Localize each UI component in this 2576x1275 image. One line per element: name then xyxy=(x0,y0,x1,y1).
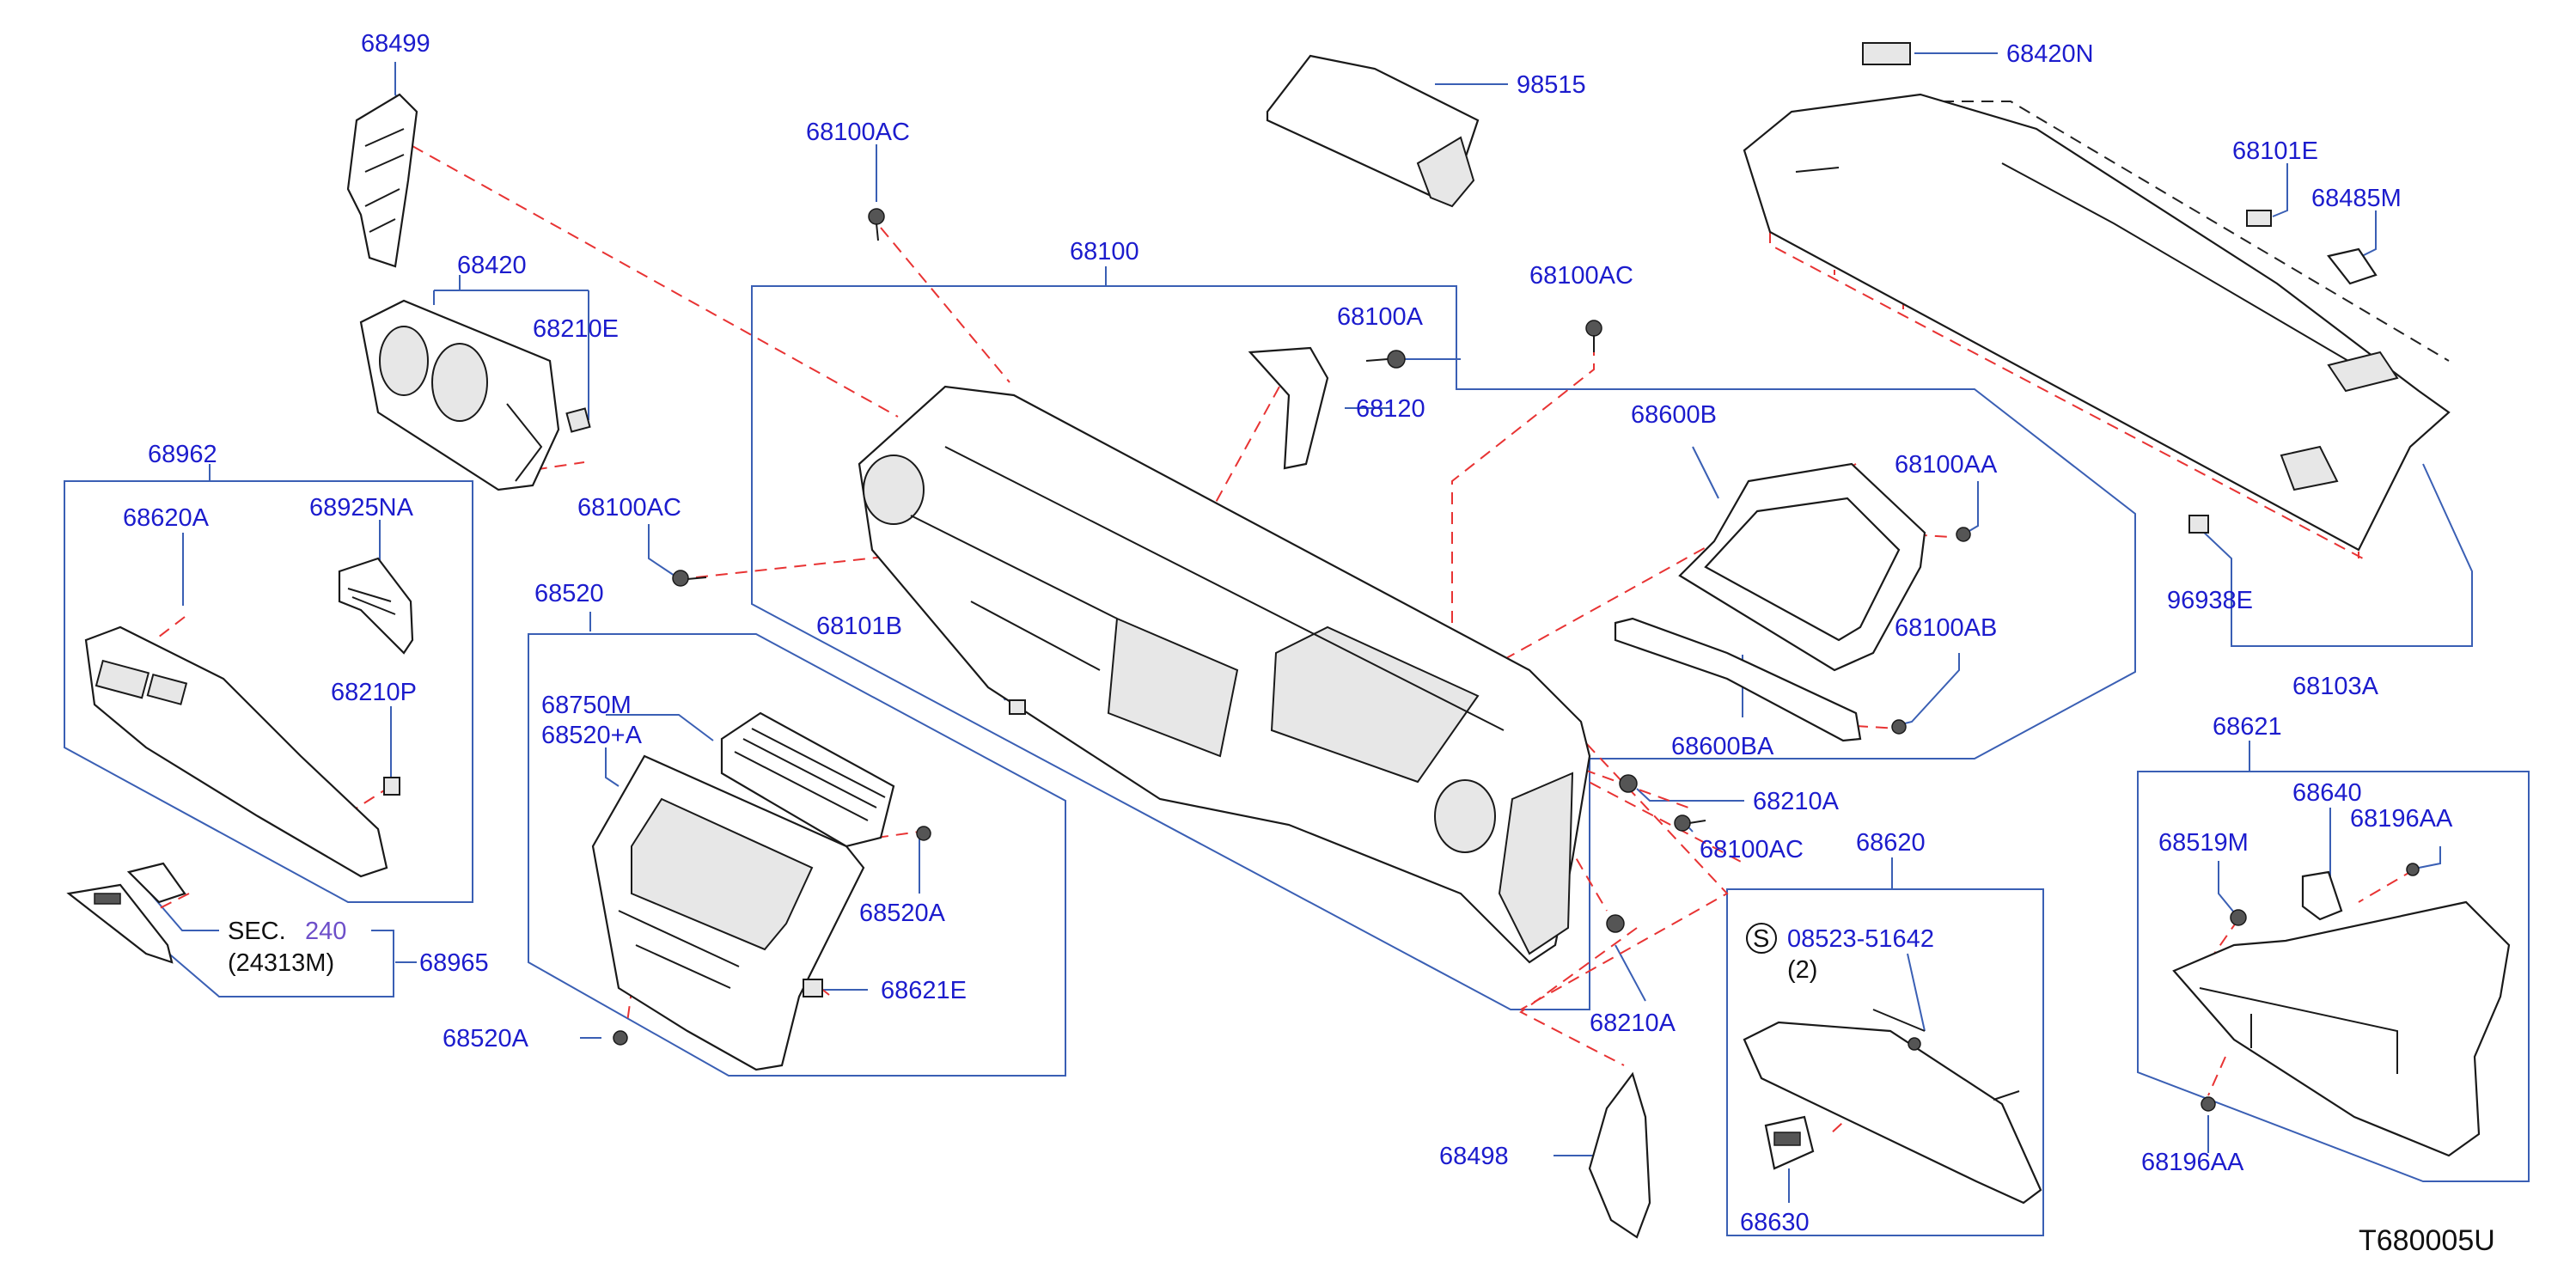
frame-68600B xyxy=(1678,462,1926,672)
leader-lines xyxy=(64,52,2530,1236)
label-68600BA: 68600BA xyxy=(1671,733,1774,760)
glovebox-68621 xyxy=(2172,900,2511,1157)
label-68100AB: 68100AB xyxy=(1895,614,1997,642)
label-68100AA: 68100AA xyxy=(1895,451,1998,479)
label-68600B: 68600B xyxy=(1631,401,1717,429)
label-68210P: 68210P xyxy=(331,679,417,706)
clip-96938E xyxy=(2188,515,2209,534)
clip-68210E xyxy=(565,407,591,433)
label-68485M: 68485M xyxy=(2311,185,2402,212)
clip-68210P xyxy=(383,777,400,796)
label-68962: 68962 xyxy=(148,441,217,468)
part-drawings xyxy=(66,42,2511,1239)
bracket-68640 xyxy=(2301,870,2343,921)
label-sec-sub: (24313M) xyxy=(228,949,334,977)
label-screw-code: 08523-51642 xyxy=(1787,925,1934,953)
label-68519M: 68519M xyxy=(2158,829,2249,857)
cover-68965 xyxy=(66,883,174,964)
label-68100AC-top: 68100AC xyxy=(806,119,910,146)
cover-68485M xyxy=(2327,247,2378,285)
bracket-SEC-240 xyxy=(126,862,186,904)
label-68120: 68120 xyxy=(1356,395,1425,423)
label-68498: 68498 xyxy=(1439,1143,1509,1170)
label-68520plusA: 68520+A xyxy=(541,722,643,749)
label-68210A-lower: 68210A xyxy=(1590,1010,1676,1037)
label-68210A-upper: 68210A xyxy=(1753,788,1840,815)
label-68520: 68520 xyxy=(534,580,604,607)
part-labels: 68499 68420 68210E 68962 68620A 68925NA … xyxy=(123,30,2495,1257)
vent-68750M xyxy=(720,711,895,848)
clip-68621E xyxy=(803,979,823,997)
label-68210E: 68210E xyxy=(533,315,619,343)
label-68499: 68499 xyxy=(361,30,430,58)
bolt-68210A-upper xyxy=(1619,774,1638,793)
label-68630: 68630 xyxy=(1740,1209,1810,1236)
airbag-98515 xyxy=(1266,54,1480,208)
label-96938E: 96938E xyxy=(2167,587,2253,614)
bracket-68120 xyxy=(1248,346,1406,470)
screw-68196AA-upper xyxy=(2406,863,2420,876)
label-68196AA-lower: 68196AA xyxy=(2141,1149,2244,1176)
upper-panel-68103A xyxy=(1743,93,2451,552)
label-68101E: 68101E xyxy=(2232,137,2318,165)
screw-68100AC-lower xyxy=(1674,814,1706,832)
bumper-68519M xyxy=(2230,909,2247,926)
screw-68100AC-left xyxy=(672,570,707,587)
label-68420: 68420 xyxy=(457,252,527,279)
label-screw-qty: (2) xyxy=(1787,956,1817,984)
label-sec-number: 240 xyxy=(305,918,346,945)
label-68621E: 68621E xyxy=(881,977,967,1004)
label-68965: 68965 xyxy=(419,949,489,977)
label-68100: 68100 xyxy=(1070,238,1139,265)
label-68100AC-left: 68100AC xyxy=(577,494,681,522)
screw-68520A-left xyxy=(613,1030,628,1046)
screw-68100AC-right xyxy=(1585,320,1602,352)
side-cover-68498 xyxy=(1588,1071,1651,1239)
cover-68420N xyxy=(1862,42,1911,65)
bracket-68600BA xyxy=(1614,617,1862,742)
screw-68100AA xyxy=(1956,527,1971,542)
label-68100AC-right: 68100AC xyxy=(1529,262,1633,290)
label-68750M: 68750M xyxy=(541,692,632,719)
label-98515: 98515 xyxy=(1517,71,1586,99)
label-68640: 68640 xyxy=(2292,779,2362,807)
label-68621: 68621 xyxy=(2213,713,2282,741)
glovebox-lid-68620 xyxy=(1743,1009,2042,1205)
dashboard-frame-68100 xyxy=(858,385,1591,964)
screw-68100AC-top xyxy=(868,208,885,241)
label-68520A-right: 68520A xyxy=(859,900,946,927)
bracket-68499 xyxy=(346,93,418,268)
label-68100AC-lower: 68100AC xyxy=(1700,836,1804,863)
panel-68620A xyxy=(84,625,388,878)
latch-68630 xyxy=(1764,1115,1815,1170)
label-68520A-left: 68520A xyxy=(443,1025,529,1052)
label-68196AA-upper: 68196AA xyxy=(2350,805,2453,833)
clip-68101B xyxy=(1009,699,1026,715)
diagram-code: T680005U xyxy=(2359,1224,2495,1257)
screw-08523-51642 xyxy=(1908,1037,1921,1051)
meter-hood-68420 xyxy=(359,299,560,491)
clip-68101E xyxy=(2246,210,2272,227)
label-screw-circle: S xyxy=(1753,925,1769,953)
cluster-finisher-68520 xyxy=(591,754,865,1071)
label-sec-prefix: SEC. xyxy=(228,918,286,945)
label-68620A: 68620A xyxy=(123,504,210,532)
label-68100A: 68100A xyxy=(1337,303,1424,331)
switch-68925NA xyxy=(338,557,414,655)
screw-68100AB xyxy=(1891,719,1907,735)
screw-code-circle xyxy=(1746,923,1777,954)
label-68925NA: 68925NA xyxy=(309,494,414,522)
bolt-68210A-lower xyxy=(1606,914,1625,933)
label-68101B: 68101B xyxy=(816,613,902,640)
screw-68520A-right xyxy=(916,826,931,841)
label-68103A: 68103A xyxy=(2292,673,2379,700)
label-68420N: 68420N xyxy=(2006,40,2094,68)
screw-68196AA-lower xyxy=(2201,1096,2216,1112)
label-68620: 68620 xyxy=(1856,829,1926,857)
